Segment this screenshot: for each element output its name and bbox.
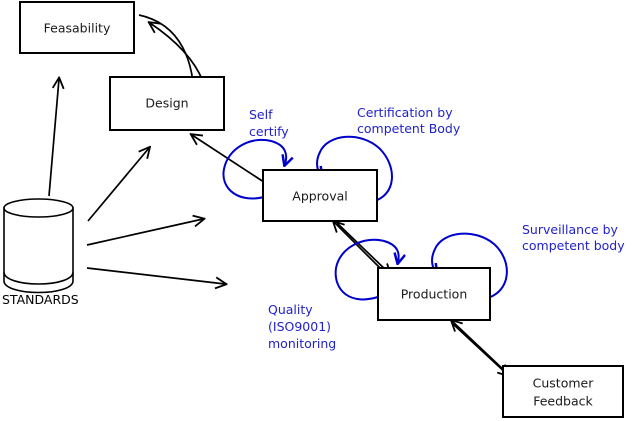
approval-box[interactable] bbox=[262, 169, 378, 222]
node-feasability[interactable]: Feasability bbox=[19, 1, 135, 54]
node-design[interactable]: Design bbox=[109, 76, 225, 131]
standards-cylinder-top bbox=[3, 198, 74, 218]
edge-approval-to-design bbox=[192, 135, 274, 189]
annotation-self-certify-line1: Self bbox=[249, 107, 273, 122]
standards-cylinder-bottom-arc bbox=[3, 271, 74, 285]
standards-label: STANDARDS bbox=[2, 292, 79, 307]
annotation-self-certify-line2: certify bbox=[249, 124, 289, 139]
loop-certification bbox=[317, 135, 393, 203]
node-production[interactable]: Production bbox=[377, 267, 491, 321]
design-label: Design bbox=[145, 96, 188, 111]
flow-arrows bbox=[48, 14, 508, 375]
annotation-surveillance-line1: Surveillance by bbox=[522, 222, 619, 237]
loop-quality-monitoring bbox=[334, 238, 399, 301]
annotation-quality-monitoring: Quality (ISO9001) monitoring bbox=[268, 302, 336, 351]
edge-standards-to-production bbox=[86, 267, 225, 284]
production-label: Production bbox=[401, 287, 468, 302]
annotation-certification: Certification by competent Body bbox=[357, 105, 461, 136]
node-approval[interactable]: Approval bbox=[262, 169, 378, 222]
annotation-surveillance-line2: competent body bbox=[522, 238, 625, 253]
edge-customer-feedback-to-production bbox=[452, 321, 507, 373]
annotation-certification-line1: Certification by bbox=[357, 105, 453, 120]
loop-arrows bbox=[222, 135, 508, 301]
design-box[interactable] bbox=[109, 76, 225, 131]
loop-self-certify bbox=[222, 138, 286, 200]
edge-standards-to-design bbox=[87, 148, 149, 222]
feasability-box[interactable] bbox=[19, 1, 135, 54]
annotation-quality-line1: Quality bbox=[268, 302, 313, 317]
node-customer-feedback[interactable]: Customer Feedback bbox=[502, 365, 624, 418]
customer-feedback-label-line2: Feedback bbox=[533, 394, 593, 409]
edge-standards-to-approval bbox=[86, 219, 203, 246]
edge-standards-to-feasability bbox=[48, 79, 59, 197]
annotation-self-certify: Self certify bbox=[249, 107, 289, 139]
production-box[interactable] bbox=[377, 267, 491, 321]
edge-approval-to-production bbox=[336, 222, 390, 274]
approval-label: Approval bbox=[292, 189, 347, 204]
annotation-quality-line3: monitoring bbox=[268, 336, 336, 351]
standards-cylinder-body[interactable] bbox=[3, 207, 74, 294]
node-standards-datastore[interactable]: STANDARDS bbox=[2, 198, 79, 307]
annotation-certification-line2: competent Body bbox=[357, 121, 461, 136]
edge-production-to-customer-feedback bbox=[452, 323, 508, 375]
customer-feedback-box[interactable] bbox=[502, 365, 624, 418]
annotation-quality-line2: (ISO9001) bbox=[268, 319, 331, 334]
annotation-surveillance: Surveillance by competent body bbox=[522, 222, 625, 253]
customer-feedback-label-line1: Customer bbox=[533, 376, 595, 391]
loop-surveillance bbox=[432, 232, 508, 300]
feasability-label: Feasability bbox=[44, 21, 111, 36]
